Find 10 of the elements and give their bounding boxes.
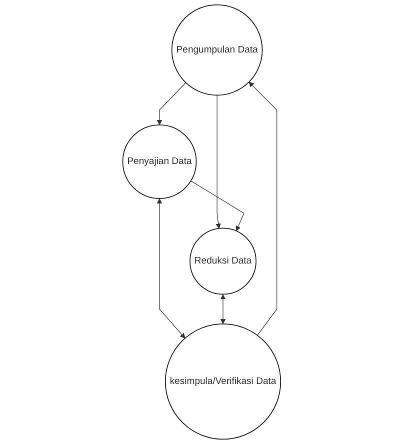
arrow	[157, 198, 186, 338]
arrow	[220, 294, 226, 324]
node-circle: Penyajian Data	[122, 124, 197, 199]
arrow	[190, 180, 245, 232]
node-circle: kesimpula/Verifikasi Data	[165, 324, 282, 440]
node-circle: Reduksi Data	[190, 228, 257, 295]
node-circle: Pengumpulan Data	[172, 4, 263, 96]
arrow	[157, 82, 186, 126]
arrow	[249, 82, 278, 336]
arrow	[216, 94, 222, 229]
